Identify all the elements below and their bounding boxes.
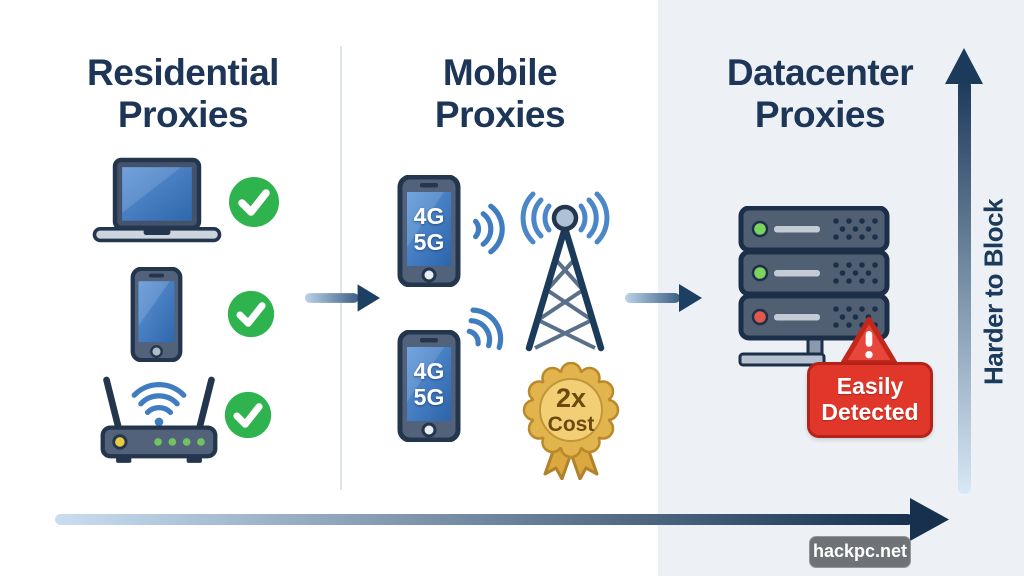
warning-label-line2: Detected	[821, 399, 919, 425]
mobile-title-line2: Proxies	[434, 94, 566, 135]
watermark-badge: hackpc.net	[809, 536, 911, 568]
network-label-4g: 4G	[413, 358, 445, 384]
easily-detected-badge: Easily Detected	[807, 362, 933, 438]
datacenter-title-line2: Proxies	[754, 94, 886, 135]
column-divider	[340, 46, 342, 490]
check-icon	[229, 177, 279, 227]
smartphone-icon	[130, 267, 183, 362]
cost-badge-icon	[522, 362, 620, 480]
check-icon	[224, 391, 272, 439]
check-icon	[227, 290, 275, 338]
residential-title: Residential Proxies	[33, 52, 333, 136]
laptop-icon	[92, 157, 222, 243]
network-label: 4G 5G	[407, 358, 451, 410]
cost-badge-multiplier: 2x	[555, 383, 587, 413]
residential-title-line1: Residential	[87, 52, 279, 93]
cell-tower-icon	[520, 191, 610, 352]
bottom-axis-arrow-icon	[55, 498, 949, 541]
mobile-phone-4g5g-icon	[397, 175, 461, 287]
up-arrow-icon	[945, 48, 983, 494]
signal-waves-icon	[466, 307, 504, 351]
datacenter-title-line1: Datacenter	[726, 52, 914, 93]
network-label-5g: 5G	[413, 384, 445, 410]
arrow-right-icon	[304, 284, 381, 312]
mobile-title: Mobile Proxies	[350, 52, 650, 136]
network-label-4g: 4G	[413, 203, 445, 229]
network-label-5g: 5G	[413, 229, 445, 255]
residential-title-line2: Proxies	[117, 94, 249, 135]
warning-label-line1: Easily	[836, 373, 904, 399]
arrow-right-icon	[625, 284, 702, 312]
signal-waves-icon	[472, 203, 505, 255]
wifi-router-icon	[100, 376, 218, 463]
datacenter-title: Datacenter Proxies	[670, 52, 970, 136]
mobile-phone-4g5g-icon	[397, 330, 461, 442]
mobile-title-line1: Mobile	[442, 52, 558, 93]
cost-badge-label: 2x Cost	[521, 384, 621, 437]
network-label: 4G 5G	[407, 203, 451, 255]
server-rack-icon	[738, 206, 890, 367]
harder-to-block-label: Harder to Block	[978, 198, 1009, 386]
cost-badge-word: Cost	[547, 413, 595, 436]
